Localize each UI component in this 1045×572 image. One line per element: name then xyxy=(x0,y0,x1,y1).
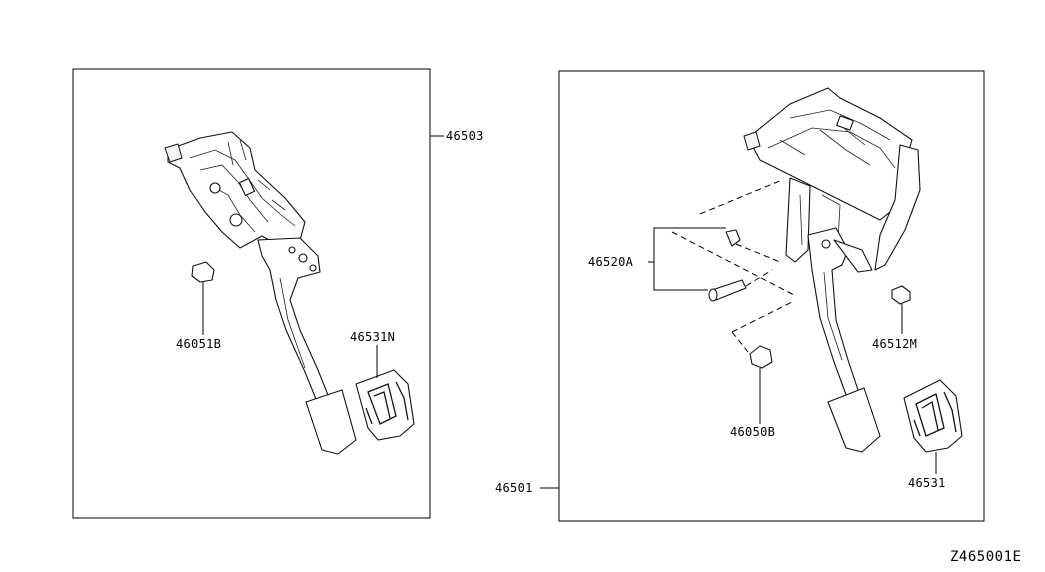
clip-46050B-part xyxy=(749,345,773,369)
left-panel: 46051B 46531N 46503 xyxy=(72,68,484,519)
left-clip-part xyxy=(191,261,215,283)
pedal-pin-part xyxy=(708,279,747,302)
pin-clip-part xyxy=(725,229,741,247)
label-46050B: 46050B xyxy=(730,425,775,439)
right-panel: 46520A 46512M 46050B 46531 46501 xyxy=(495,70,985,522)
label-46531N: 46531N xyxy=(350,330,395,344)
label-46520A: 46520A xyxy=(588,255,634,269)
left-pedal-pad xyxy=(305,389,357,455)
label-46503: 46503 xyxy=(446,129,484,143)
label-46531: 46531 xyxy=(908,476,946,490)
label-46512M: 46512M xyxy=(872,337,917,351)
right-pedal-arm xyxy=(807,227,873,401)
drawing-code: Z465001E xyxy=(950,549,1021,565)
right-pedal-bracket xyxy=(743,87,921,271)
left-pedal-bracket xyxy=(164,131,306,249)
right-pedal-pad xyxy=(827,387,881,453)
label-46501: 46501 xyxy=(495,481,533,495)
label-46051B: 46051B xyxy=(176,337,221,351)
nut-46512M-part xyxy=(891,285,911,305)
left-pedal-arm xyxy=(257,237,331,405)
left-panel-frame xyxy=(72,68,431,519)
right-pedal-pad-rubber xyxy=(903,379,963,453)
right-panel-frame xyxy=(558,70,985,522)
left-pedal-pad-rubber xyxy=(355,369,415,441)
